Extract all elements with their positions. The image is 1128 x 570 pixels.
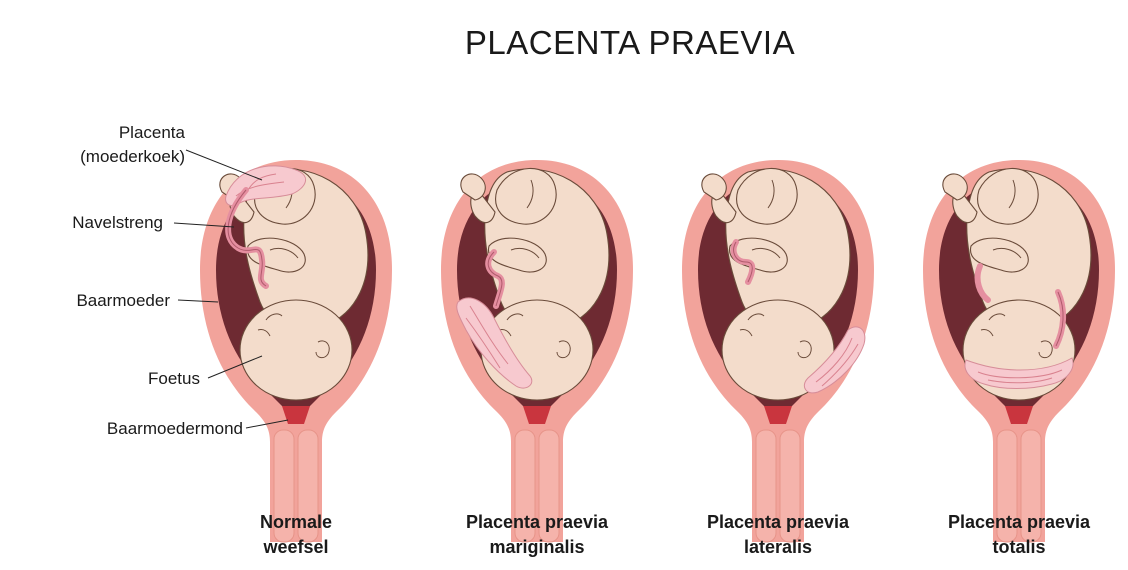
label-uterus: Baarmoeder (76, 291, 170, 310)
caption-normal-line2: weefsel (262, 537, 328, 557)
label-umbilical-cord: Navelstreng (72, 213, 163, 232)
caption-totalis-line1: Placenta praevia (948, 512, 1091, 532)
caption-lateralis-line2: lateralis (744, 537, 812, 557)
uterus-panel-lateralis (682, 160, 874, 542)
label-placenta-dutch: (moederkoek) (80, 147, 185, 166)
caption-totalis-line2: totalis (992, 537, 1045, 557)
label-placenta: Placenta (119, 123, 186, 142)
caption-lateralis-line1: Placenta praevia (707, 512, 850, 532)
caption-normal-line1: Normale (260, 512, 332, 532)
caption-marginalis-line1: Placenta praevia (466, 512, 609, 532)
label-cervix: Baarmoedermond (107, 419, 243, 438)
uterus-panel-marginalis (441, 160, 633, 542)
caption-marginalis-line2: mariginalis (489, 537, 584, 557)
leader-placenta (186, 150, 262, 180)
uterus-panel-totalis (923, 160, 1115, 542)
uterus-panel-normal (200, 160, 392, 542)
label-fetus: Foetus (148, 369, 200, 388)
